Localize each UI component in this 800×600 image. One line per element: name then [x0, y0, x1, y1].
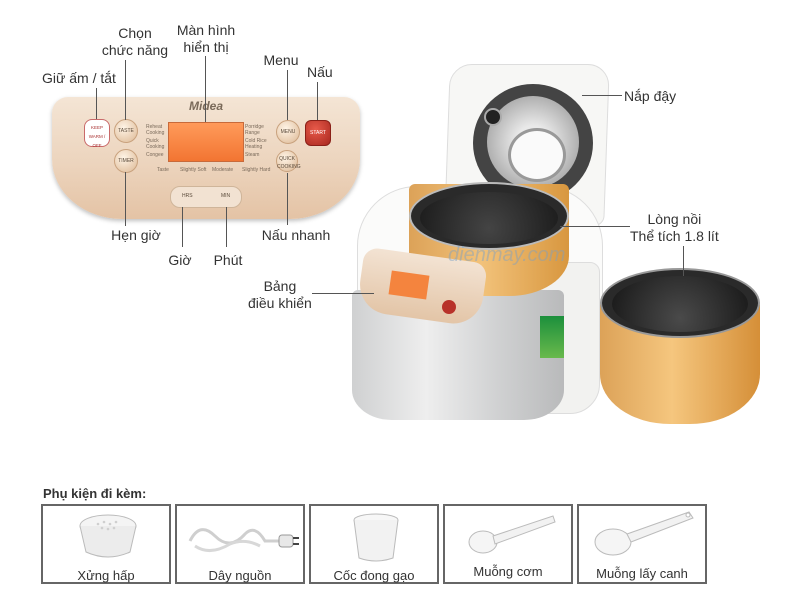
leader-line	[317, 82, 318, 120]
leader-line	[96, 88, 97, 119]
menu-right-0: Porridge Range	[245, 124, 264, 136]
taste-button[interactable]: TASTE	[114, 119, 138, 143]
start-button[interactable]: START	[305, 120, 331, 146]
inner-pot-interior	[420, 192, 558, 244]
leader-line	[226, 207, 227, 247]
taste-label: Taste	[157, 167, 169, 173]
leader-line	[287, 70, 288, 120]
accessories-title: Phụ kiện đi kèm:	[43, 486, 147, 501]
cooker-start-button	[442, 300, 456, 314]
accessory-label: Muỗng cơm	[473, 564, 543, 579]
menu-right-1: Cold Rice Heating	[245, 138, 267, 150]
steamer-tray-icon	[79, 514, 137, 558]
energy-label	[540, 316, 564, 358]
watermark: dienmay.com	[448, 244, 566, 266]
lid-center-ring	[508, 128, 566, 182]
accessory-label: Cốc đong gạo	[333, 568, 415, 583]
quick-cooking-button[interactable]: QUICK COOKING	[276, 150, 301, 172]
label-nau: Nấu	[307, 64, 333, 80]
accessory-measuring-cup: Cốc đong gạo	[309, 504, 439, 584]
rice-paddle-icon	[468, 515, 556, 554]
accessories-row: Xửng hấp Dây nguồn Cốc đong gạo Muỗng cơ…	[41, 504, 711, 588]
leader-line	[312, 293, 374, 294]
cooker-lcd	[388, 270, 430, 300]
separate-pot-interior	[612, 276, 748, 332]
accessory-power-cord: Dây nguồn	[175, 504, 305, 584]
menu-left-0: Reheat Cooking	[146, 124, 165, 136]
steam-valve-icon	[484, 108, 502, 126]
leader-line	[205, 56, 206, 122]
leader-line	[182, 207, 183, 247]
menu-left-1: Quick Cooking	[146, 138, 165, 150]
hrs-button[interactable]: HRS	[182, 193, 193, 199]
brand-logo: Midea	[189, 99, 224, 113]
menu-button[interactable]: MENU	[276, 120, 300, 144]
leader-line	[125, 60, 126, 120]
timer-button[interactable]: TIMER	[114, 149, 138, 173]
min-button[interactable]: MIN	[221, 193, 231, 199]
lcd-display	[168, 122, 244, 162]
leader-line	[560, 226, 630, 227]
taste-soft: Slightly Soft	[180, 167, 207, 173]
label-giu-am: Giữ ấm / tắt	[42, 70, 116, 86]
label-hen-gio: Hẹn giờ	[111, 227, 161, 243]
menu-left-2: Congee	[146, 152, 164, 158]
leader-line	[287, 173, 288, 225]
accessory-label: Xửng hấp	[77, 568, 135, 583]
accessory-label: Dây nguồn	[208, 568, 272, 583]
soup-ladle-icon	[594, 511, 694, 556]
hrs-min-buttons[interactable]: HRS MIN	[170, 186, 242, 208]
measuring-cup-icon	[353, 513, 399, 562]
label-nau-nhanh: Nấu nhanh	[261, 227, 331, 243]
leader-line	[125, 172, 126, 226]
accessory-rice-paddle: Muỗng cơm	[443, 504, 573, 584]
menu-right-2: Steam	[245, 152, 260, 158]
leader-line	[582, 95, 622, 96]
leader-line	[683, 246, 684, 276]
power-cord-icon	[188, 528, 299, 552]
accessory-soup-ladle: Muỗng lấy canh	[577, 504, 707, 584]
label-gio: Giờ	[168, 252, 192, 268]
accessory-label: Muỗng lấy canh	[596, 566, 688, 581]
taste-moderate: Moderate	[212, 167, 234, 173]
label-phut: Phút	[213, 252, 243, 268]
label-menu: Menu	[263, 52, 299, 68]
label-nap-day: Nắp đậy	[624, 88, 677, 104]
taste-hard: Slightly Hard	[242, 167, 271, 173]
accessory-steamer: Xửng hấp	[41, 504, 171, 584]
keep-warm-button[interactable]: KEEP WARM / OFF	[84, 119, 110, 148]
